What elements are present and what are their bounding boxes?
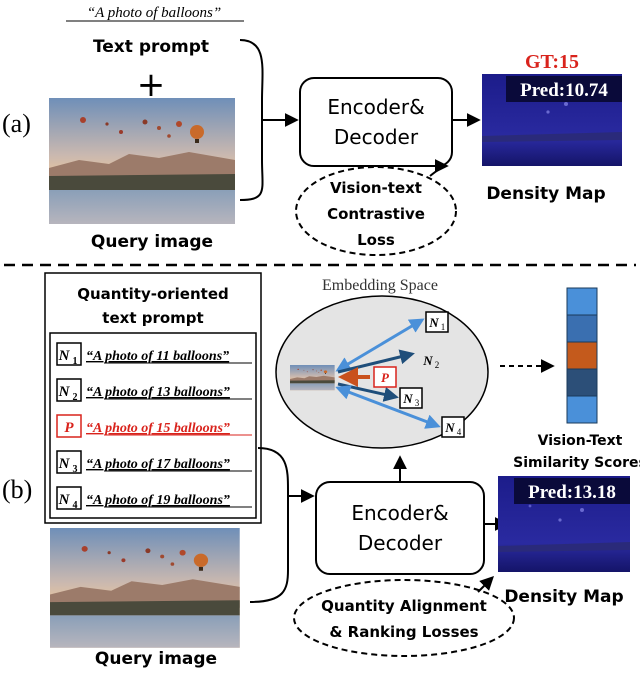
similarity-score-bar [566, 287, 598, 424]
embedding-tag-letter: N [444, 420, 455, 435]
embedding-tag-subscript: 2 [435, 360, 440, 370]
prediction-label-a: Pred:10.74 [520, 80, 608, 101]
prompt-box-title-line2: text prompt [102, 309, 203, 327]
prompt-tag-subscript: 3 [73, 464, 78, 475]
prompt-text: “A photo of 15 balloons” [86, 421, 230, 436]
embedding-tag-box [399, 387, 423, 409]
text-prompt-label: Text prompt [93, 37, 209, 57]
prompt-tag-letter: N [58, 492, 71, 508]
loss-ellipse-b [293, 579, 515, 657]
density-map-label-b: Density Map [504, 587, 623, 607]
prompt-box-title-line1: Quantity-oriented [77, 285, 229, 303]
prompt-tag-box [56, 486, 82, 510]
similarity-cell [566, 314, 598, 343]
loss-feedback-arrow-b [477, 576, 494, 593]
similarity-label-line1: Vision-Text [538, 433, 623, 449]
embedding-anchor-image [290, 365, 335, 391]
prompt-text: “A photo of 19 balloons” [86, 493, 230, 508]
embedding-tag-subscript: 1 [441, 322, 446, 332]
loss-ellipse-a [295, 166, 457, 256]
loss-line1-a: Vision-text [330, 179, 422, 197]
embed-arrow-n4 [335, 385, 441, 429]
embedding-space-label: Embedding Space [322, 277, 438, 294]
loss-line1-b: Quantity Alignment [321, 597, 487, 615]
embedding-tag-letter: P [381, 370, 390, 385]
bracket-b [249, 447, 289, 603]
prompt-text: “A photo of 13 balloons” [86, 385, 230, 400]
part-a-label: (a) [2, 109, 31, 138]
embed-arrow-n1 [335, 318, 425, 372]
prompt-row: P “A photo of 15 balloons” [56, 414, 252, 438]
similarity-cell [566, 341, 598, 370]
prompt-tag-subscript: 2 [73, 392, 78, 403]
part-b-label: (b) [2, 475, 32, 504]
prompt-tag-box [56, 414, 82, 438]
embedding-tag-box [373, 366, 397, 388]
embedding-tag: P [373, 366, 397, 388]
embedding-tag-letter: N [422, 353, 433, 368]
encoder-decoder-box-a [299, 77, 453, 167]
embedding-tag-box [441, 416, 465, 438]
prompt-tag-box [56, 342, 82, 366]
decoder-label-b: Decoder [358, 531, 443, 555]
prompt-tag-letter: N [58, 348, 71, 364]
embedding-tag-subscript: 3 [415, 398, 420, 408]
similarity-label-line2: Similarity Scores [513, 455, 640, 471]
embedding-tag-letter: N [402, 391, 413, 406]
similarity-cell [566, 368, 598, 397]
similarity-cell [566, 395, 598, 424]
decoder-label-a-real: Decoder [334, 125, 419, 149]
prompt-tag-subscript: 1 [73, 356, 78, 367]
prompt-tag-letter: N [58, 384, 71, 400]
encoder-label-b: Encoder& [351, 501, 448, 525]
embedding-tag-letter: N [428, 315, 439, 330]
encoder-label-a: Encoder& [327, 95, 424, 119]
prediction-label-b: Pred:13.18 [528, 482, 616, 503]
query-image-label-b: Query image [95, 649, 217, 669]
loss-feedback-arrow-a [429, 159, 449, 177]
density-map-b [498, 476, 630, 572]
prompt-box-inner [49, 332, 257, 519]
query-image-label-a: Query image [91, 232, 213, 252]
prompt-tag-letter: P [64, 420, 74, 436]
query-image-a [49, 98, 235, 224]
prompt-tag-subscript: 4 [73, 500, 78, 511]
loss-line3-a: Loss [357, 231, 395, 249]
query-image-b [50, 528, 240, 648]
encoder-decoder-box-b [315, 481, 485, 575]
density-map-a [482, 74, 622, 166]
prompt-tag-letter: N [58, 456, 71, 472]
embedding-tag-box [425, 311, 449, 333]
prompt-text: “A photo of 17 balloons” [86, 457, 230, 472]
density-map-label-a: Density Map [486, 184, 605, 204]
prompt-tag-box [56, 450, 82, 474]
prompt-text: “A photo of 11 balloons” [86, 349, 229, 364]
part-a: (a) “A photo of balloons” Text prompt + … [2, 5, 622, 256]
embedding-tag-subscript: 4 [457, 427, 462, 437]
ground-truth-label: GT:15 [525, 51, 579, 73]
loss-line2-b: & Ranking Losses [329, 623, 478, 641]
bracket-a [239, 39, 264, 201]
loss-line2-a: Contrastive [327, 205, 425, 223]
similarity-cell [566, 287, 598, 316]
prompt-tag-box [56, 378, 82, 402]
prompt-example-text: “A photo of balloons” [87, 5, 221, 21]
